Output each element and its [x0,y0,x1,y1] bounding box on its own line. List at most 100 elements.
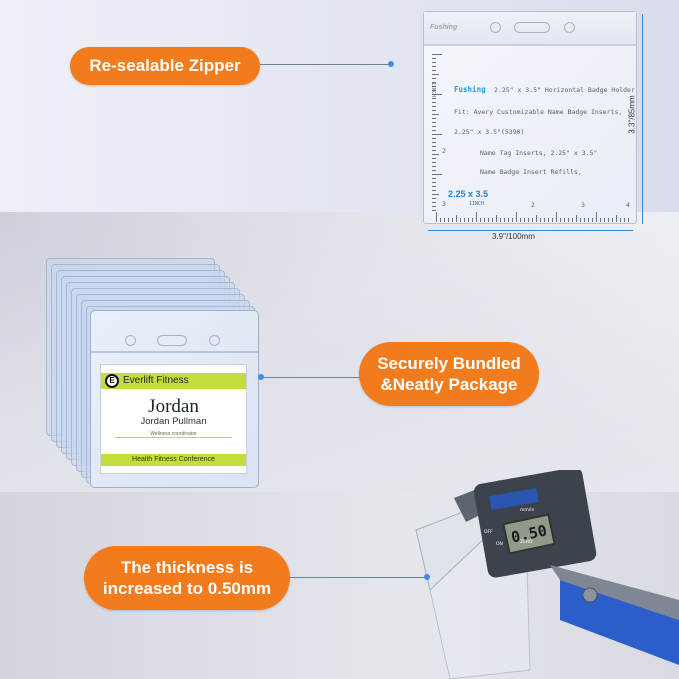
ruler-tick [596,212,597,222]
ruler-tick [432,122,436,123]
ruler-tick [432,58,436,59]
caliper-zero-button[interactable]: ZERO [520,540,533,545]
ruler-tick [432,150,436,151]
ruler-tick [588,218,589,222]
badge-company: Everlift Fitness [123,375,189,386]
ruler-tick [432,86,436,87]
ruler-tick [472,218,473,222]
holder-size-line: 2.25" x 3.5"(5390) [454,128,525,136]
caliper-beam [550,565,679,620]
ruler-tick [432,134,442,135]
width-dimension: 3.9"/100mm [492,232,535,241]
bundle-leader-line [262,377,360,378]
badge-header-bar [101,373,246,389]
ruler-tick [584,218,585,222]
ruler-tick [616,215,617,222]
ruler-tick [488,218,489,222]
ruler-tick [432,98,436,99]
ruler-tick [512,218,513,222]
ruler-tick [516,212,517,222]
ruler-tick [504,218,505,222]
ruler-tick [580,218,581,222]
digital-caliper [415,470,679,679]
front-hole-right [209,335,220,346]
ruler-tick [432,110,436,111]
bundle-callout: Securely Bundled &Neatly Package [359,342,539,406]
ruler-tick [432,114,439,115]
ruler-tick [476,212,477,222]
holder-name-tag-line: Name Tag Inserts, 2.25" x 3.5" [480,149,598,157]
ruler-h-num-4: 4 [626,201,630,209]
ruler-tick [432,162,436,163]
caliper-unit-button[interactable]: mm/in [520,508,535,513]
clip-slot [514,22,550,33]
ruler-tick [480,218,481,222]
badge-holder-diagram: Fushing 1INCH 2 3 1INCH 2 3 4 Fushing 2.… [423,11,637,224]
ruler-tick [432,166,436,167]
ruler-tick [432,158,436,159]
ruler-tick [564,218,565,222]
ruler-v-unit: 1INCH [430,82,436,98]
ruler-tick [432,106,436,107]
ruler-tick [432,74,439,75]
ruler-tick [432,78,436,79]
ruler-tick [432,210,436,211]
thickness-callout: The thickness is increased to 0.50mm [84,546,290,610]
caliper-off-button[interactable]: OFF [484,530,493,535]
front-clip-slot [157,335,187,346]
ruler-v-num-3: 3 [442,200,446,208]
ruler-tick [432,138,436,139]
badge-role: Wellness coordinator [150,431,197,437]
ruler-tick [460,218,461,222]
ruler-tick [620,218,621,222]
ruler-tick [540,218,541,222]
front-hole-left [125,335,136,346]
ruler-tick [436,212,437,222]
ruler-tick [432,146,436,147]
thickness-callout-line1: The thickness is [120,557,254,577]
ruler-tick [432,66,436,67]
name-badge-card: E Everlift Fitness Jordan Jordan Pullman… [100,364,247,474]
ruler-tick [432,130,436,131]
zipper-callout-text: Re-sealable Zipper [89,56,241,76]
height-dimension-line [642,14,643,224]
vertical-ruler [432,54,444,216]
ruler-tick [432,142,436,143]
ruler-v-num-2: 2 [442,147,446,155]
lanyard-hole-left [490,22,501,33]
ruler-tick [524,218,525,222]
ruler-h-unit: 1INCH [469,201,485,207]
ruler-tick [544,218,545,222]
ruler-tick [500,218,501,222]
ruler-tick [600,218,601,222]
ruler-tick [492,218,493,222]
ruler-tick [608,218,609,222]
bundle-callout-line1: Securely Bundled [377,353,521,373]
ruler-tick [572,218,573,222]
ruler-tick [548,218,549,222]
company-logo-icon: E [105,374,119,388]
ruler-tick [612,218,613,222]
zipper-callout: Re-sealable Zipper [70,47,260,85]
ruler-tick [576,215,577,222]
lanyard-hole-right [564,22,575,33]
zipper-leader-line [260,64,390,65]
holder-title-brand: Fushing [454,85,486,94]
ruler-tick [432,194,439,195]
ruler-tick [456,215,457,222]
caliper-on-button[interactable]: ON [496,542,503,547]
ruler-tick [432,54,442,55]
zipper-strip [424,12,636,46]
ruler-tick [448,218,449,222]
ruler-tick [432,90,436,91]
ruler-tick [432,206,436,207]
ruler-tick [432,190,436,191]
ruler-tick [432,82,436,83]
ruler-tick [432,70,436,71]
ruler-tick [552,218,553,222]
ruler-h-num-3: 3 [581,201,585,209]
ruler-tick [464,218,465,222]
ruler-tick [532,218,533,222]
badge-event: Health Fitness Conference [101,454,246,466]
horizontal-ruler [436,210,632,222]
